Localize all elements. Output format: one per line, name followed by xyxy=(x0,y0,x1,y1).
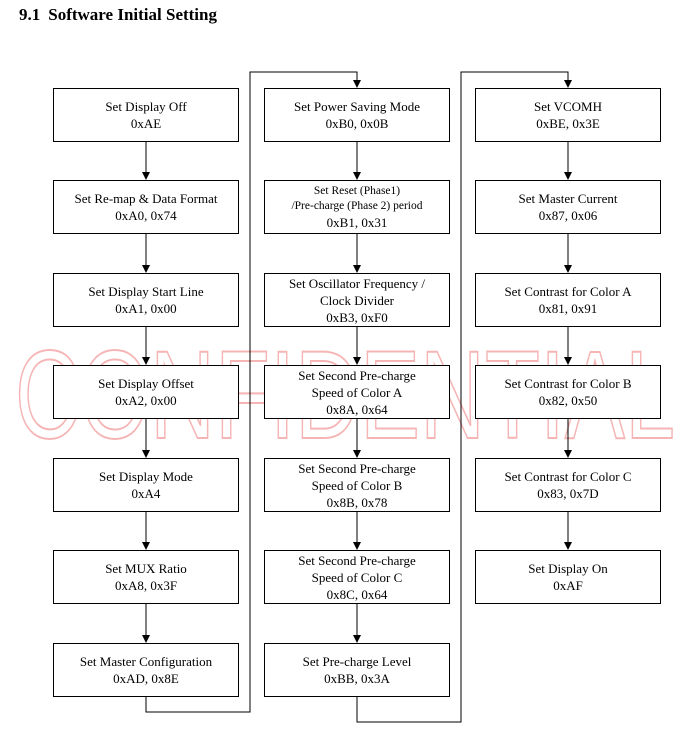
step-label: Speed of Color B xyxy=(311,477,403,493)
step-command-code: 0xA8, 0x3F xyxy=(114,578,178,593)
step-box: Set Display Off 0xAE xyxy=(53,88,239,142)
step-box: Set Contrast for Color C 0x83, 0x7D xyxy=(475,458,661,512)
step-command-code: 0xAD, 0x8E xyxy=(113,671,179,686)
step-label: Set Display Mode xyxy=(99,469,193,484)
step-label: Set Display On xyxy=(528,561,608,576)
step-command-code: 0x81, 0x91 xyxy=(538,301,598,316)
step-command-code: 0xAF xyxy=(553,578,583,593)
step-box: Set Power Saving Mode 0xB0, 0x0B xyxy=(264,88,450,142)
step-label: Set Power Saving Mode xyxy=(293,99,421,114)
step-label: Set MUX Ratio xyxy=(105,561,187,576)
column-connector-arrow xyxy=(145,71,361,713)
step-label: Speed of Color C xyxy=(311,569,403,585)
step-box: Set VCOMH 0xBE, 0x3E xyxy=(475,88,661,142)
step-box: Set Reset (Phase1) /Pre-charge (Phase 2) … xyxy=(264,180,450,234)
step-command-code: 0xBE, 0x3E xyxy=(536,116,600,131)
step-label: Set Master Current xyxy=(518,191,618,206)
step-command-code: 0xB0, 0x0B xyxy=(325,116,389,131)
step-label: Set Display Offset xyxy=(98,376,194,391)
step-label: Set Second Pre-charge xyxy=(298,460,416,476)
step-label: Set Pre-charge Level xyxy=(302,654,412,669)
step-label: /Pre-charge (Phase 2) period xyxy=(291,199,423,212)
step-label: Set Re-map & Data Format xyxy=(74,191,218,206)
step-box: Set MUX Ratio 0xA8, 0x3F xyxy=(53,550,239,604)
step-box: Set Display Mode 0xA4 xyxy=(53,458,239,512)
step-label: Set Reset (Phase1) xyxy=(313,184,401,197)
step-command-code: 0x87, 0x06 xyxy=(538,208,598,223)
step-command-code: 0xA1, 0x00 xyxy=(115,301,177,316)
step-command-code: 0x8C, 0x64 xyxy=(326,586,388,602)
step-label: Set Contrast for Color B xyxy=(504,376,632,391)
step-label: Set Second Pre-charge xyxy=(298,367,416,383)
step-label: Set Contrast for Color A xyxy=(504,284,632,299)
step-box: Set Display Start Line 0xA1, 0x00 xyxy=(53,273,239,327)
step-label: Set Second Pre-charge xyxy=(298,552,416,568)
step-command-code: 0x83, 0x7D xyxy=(537,486,599,501)
step-label: Set Master Configuration xyxy=(79,654,213,669)
step-box: Set Re-map & Data Format 0xA0, 0x74 xyxy=(53,180,239,234)
section-number: 9.1 xyxy=(19,5,41,24)
step-label: Set Oscillator Frequency / xyxy=(288,275,426,291)
step-box: Set Master Configuration 0xAD, 0x8E xyxy=(53,643,239,697)
step-box: Set Contrast for Color A 0x81, 0x91 xyxy=(475,273,661,327)
step-command-code: 0xA4 xyxy=(131,486,161,501)
step-label: Set Display Start Line xyxy=(88,284,204,299)
step-box: Set Master Current 0x87, 0x06 xyxy=(475,180,661,234)
step-box: Set Display On 0xAF xyxy=(475,550,661,604)
step-label: Set Contrast for Color C xyxy=(504,469,632,484)
step-command-code: 0xA0, 0x74 xyxy=(115,208,177,223)
step-box: Set Contrast for Color B 0x82, 0x50 xyxy=(475,365,661,419)
step-command-code: 0x8B, 0x78 xyxy=(326,494,388,510)
step-command-code: 0xB1, 0x31 xyxy=(326,214,388,230)
step-box: Set Display Offset 0xA2, 0x00 xyxy=(53,365,239,419)
step-command-code: 0xAE xyxy=(130,116,162,131)
step-command-code: 0xA2, 0x00 xyxy=(115,393,177,408)
step-command-code: 0x82, 0x50 xyxy=(538,393,598,408)
step-box: Set Pre-charge Level 0xBB, 0x3A xyxy=(264,643,450,697)
step-label: Set Display Off xyxy=(105,99,187,114)
step-command-code: 0x8A, 0x64 xyxy=(326,401,388,417)
step-label: Set VCOMH xyxy=(533,99,603,114)
section-title: Software Initial Setting xyxy=(48,5,217,24)
section-heading: 9.1 Software Initial Setting xyxy=(19,5,217,25)
step-label: Clock Divider xyxy=(319,292,394,308)
step-label: Speed of Color A xyxy=(311,384,403,400)
step-command-code: 0xB3, 0xF0 xyxy=(326,309,388,325)
step-command-code: 0xBB, 0x3A xyxy=(324,671,390,686)
column-connector-arrow xyxy=(356,71,572,723)
